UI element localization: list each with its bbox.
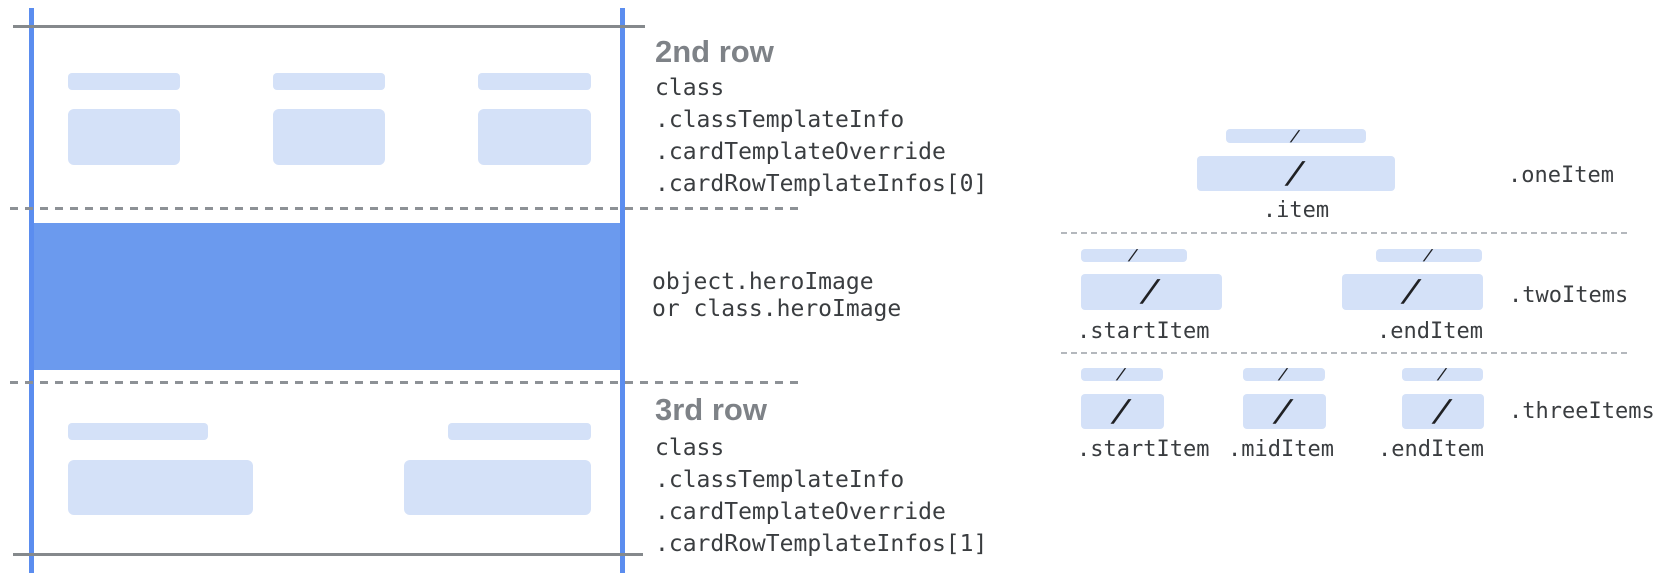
slash-glyph: / bbox=[1115, 368, 1129, 381]
slash-glyph: / bbox=[1430, 394, 1456, 429]
row-label: .oneItem bbox=[1508, 163, 1614, 188]
item-big-bar: / bbox=[1342, 274, 1483, 310]
hero-image-band bbox=[34, 223, 620, 370]
placeholder-label-bar bbox=[273, 73, 385, 90]
bottom-boundary-line bbox=[13, 553, 643, 556]
code-line: class bbox=[655, 435, 725, 461]
code-line: .cardTemplateOverride bbox=[655, 499, 946, 525]
code-line: .cardTemplateOverride bbox=[655, 139, 946, 165]
code-line: .classTemplateInfo bbox=[655, 107, 905, 133]
item-small-bar: / bbox=[1226, 129, 1366, 143]
code-line: .cardRowTemplateInfos[1] bbox=[655, 531, 988, 557]
item-small-bar: / bbox=[1081, 368, 1163, 381]
row3-code-block: class .classTemplateInfo .cardTemplateOv… bbox=[655, 432, 987, 560]
item-label: .endItem bbox=[1377, 319, 1483, 344]
template-separator-dashed bbox=[1061, 352, 1630, 354]
item-big-bar: / bbox=[1197, 156, 1395, 191]
item-small-bar: / bbox=[1376, 249, 1482, 262]
slash-glyph: / bbox=[1289, 129, 1303, 143]
placeholder-value-box bbox=[68, 109, 180, 165]
placeholder-value-box bbox=[478, 109, 591, 165]
item-big-bar: / bbox=[1081, 274, 1222, 310]
slash-glyph: / bbox=[1127, 249, 1141, 262]
item-label: .midItem bbox=[1228, 437, 1334, 462]
code-line: class bbox=[655, 75, 725, 101]
code-line: object.heroImage bbox=[652, 269, 874, 295]
row3-heading: 3rd row bbox=[655, 392, 767, 427]
code-line: or class.heroImage bbox=[652, 296, 902, 322]
slash-glyph: / bbox=[1277, 368, 1291, 381]
code-line: .cardRowTemplateInfos[0] bbox=[655, 171, 988, 197]
slash-glyph: / bbox=[1436, 368, 1450, 381]
placeholder-label-bar bbox=[448, 423, 591, 440]
row-label: .twoItems bbox=[1509, 283, 1629, 308]
code-line: .classTemplateInfo bbox=[655, 467, 905, 493]
row-separator-dashed-1 bbox=[10, 207, 800, 210]
right-guide-line bbox=[620, 8, 625, 573]
placeholder-value-box bbox=[273, 109, 385, 165]
slash-glyph: / bbox=[1422, 249, 1436, 262]
row2-code-block: class .classTemplateInfo .cardTemplateOv… bbox=[655, 72, 987, 200]
placeholder-value-box bbox=[68, 460, 253, 515]
top-boundary-line bbox=[13, 25, 645, 28]
slash-glyph: / bbox=[1138, 274, 1165, 309]
item-label: .item bbox=[1262, 198, 1330, 223]
item-small-bar: / bbox=[1402, 368, 1483, 381]
item-small-bar: / bbox=[1243, 368, 1325, 381]
row-label: .threeItems bbox=[1509, 399, 1655, 424]
template-separator-dashed bbox=[1061, 232, 1630, 234]
item-big-bar: / bbox=[1243, 394, 1326, 429]
item-label: .startItem bbox=[1077, 437, 1210, 462]
placeholder-label-bar bbox=[478, 73, 591, 90]
slash-glyph: / bbox=[1399, 274, 1426, 309]
row-separator-dashed-2 bbox=[10, 381, 800, 384]
slash-glyph: / bbox=[1283, 156, 1309, 191]
placeholder-label-bar bbox=[68, 423, 208, 440]
placeholder-value-box bbox=[404, 460, 591, 515]
left-guide-line bbox=[29, 8, 34, 573]
placeholder-label-bar bbox=[68, 73, 180, 90]
slash-glyph: / bbox=[1109, 394, 1136, 429]
item-big-bar: / bbox=[1402, 394, 1484, 429]
item-small-bar: / bbox=[1081, 249, 1187, 262]
slash-glyph: / bbox=[1271, 394, 1298, 429]
item-label: .endItem bbox=[1378, 437, 1484, 462]
hero-code-block: object.heroImage or class.heroImage bbox=[652, 269, 901, 323]
item-label: .startItem bbox=[1077, 319, 1210, 344]
item-big-bar: / bbox=[1081, 394, 1164, 429]
row2-heading: 2nd row bbox=[655, 34, 774, 69]
